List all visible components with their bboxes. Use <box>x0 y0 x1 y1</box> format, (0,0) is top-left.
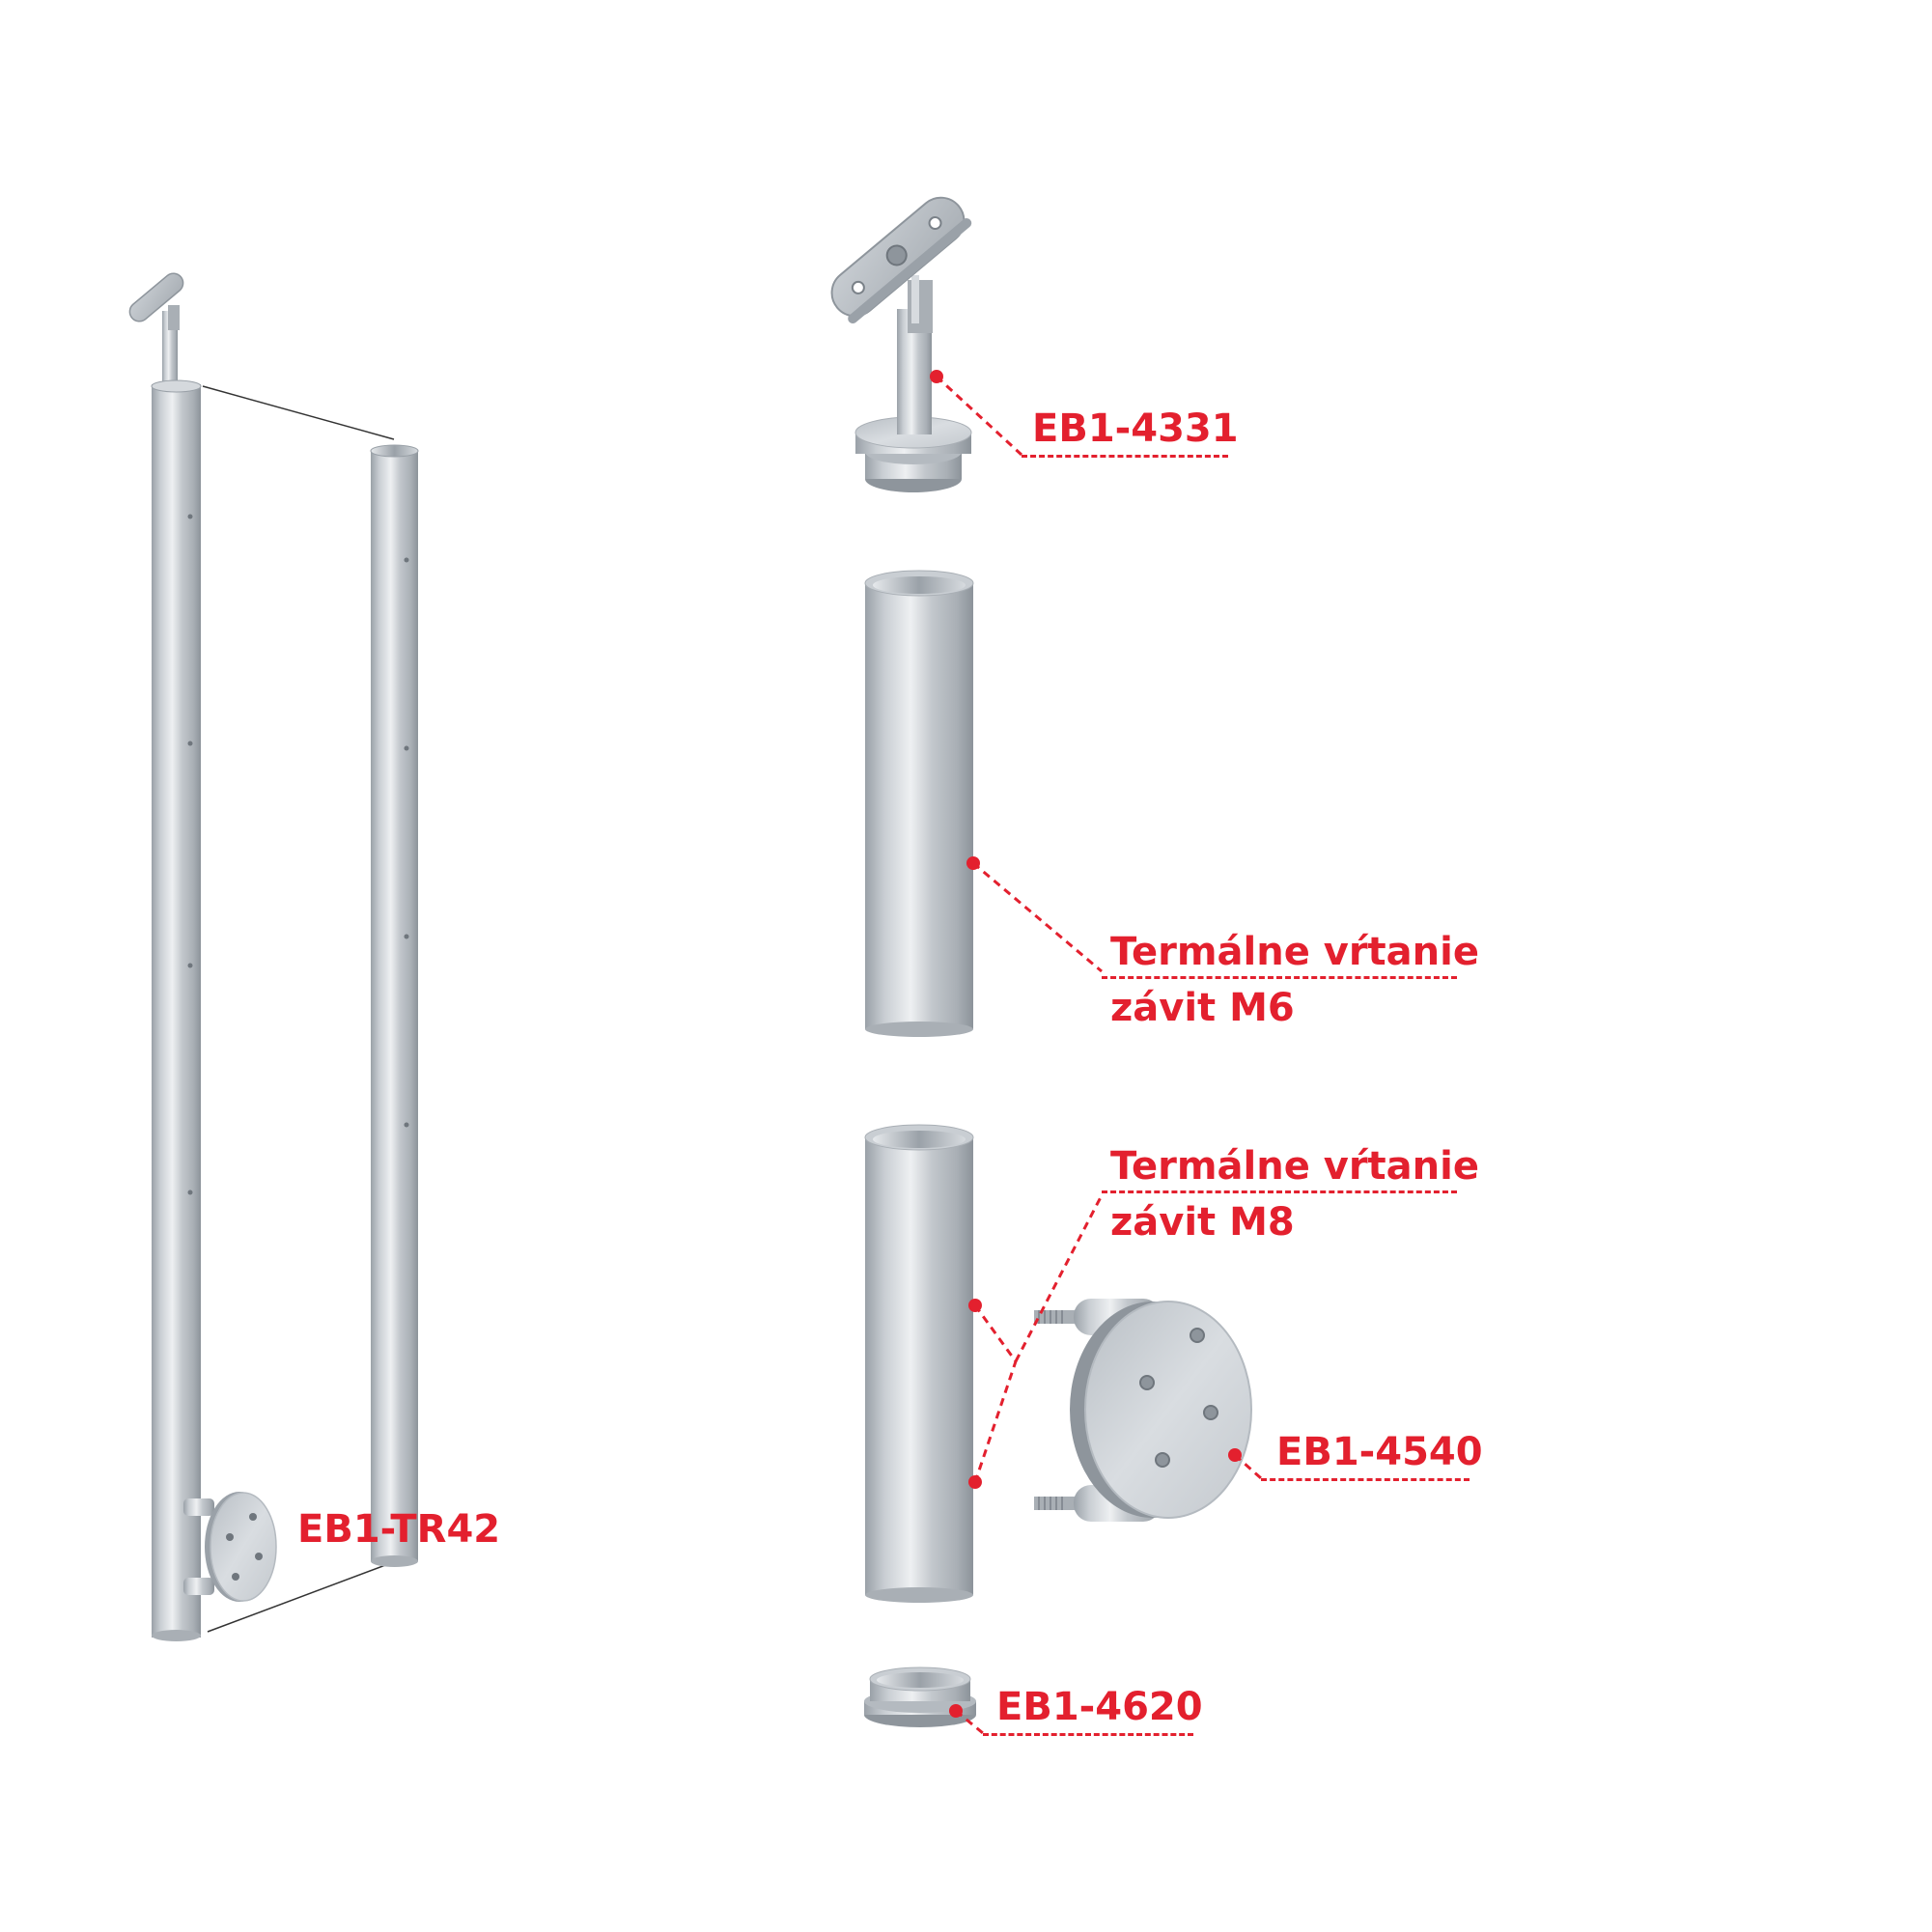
label-drill-m8-line2: závit M8 <box>1110 1200 1295 1245</box>
callout-leaders <box>935 375 1262 1735</box>
label-drill-m6-line2: závit M6 <box>1110 986 1295 1030</box>
dot-cap <box>949 1704 963 1718</box>
leader-holder <box>935 375 1023 457</box>
post-flange-holes <box>226 1513 263 1581</box>
post-holder-joint <box>168 305 180 330</box>
post-tube-holes <box>187 514 193 1195</box>
post-tube <box>152 384 201 1638</box>
post-tube-top <box>151 379 202 393</box>
tube-segment-upper <box>864 570 974 1037</box>
label-flange: EB1-4540 <box>1276 1430 1483 1474</box>
underline-holder <box>1022 455 1228 458</box>
dot-drill-m8-upper <box>968 1299 982 1312</box>
wall-flange-part <box>1034 1299 1252 1522</box>
guide-line-top <box>202 385 395 440</box>
dot-drill-m8-lower <box>968 1475 982 1489</box>
guide-line-bottom <box>207 1560 397 1633</box>
handrail-holder-part <box>830 196 972 492</box>
post-holder-stem <box>162 311 178 390</box>
post-assembly <box>128 272 397 1641</box>
underline-flange <box>1261 1478 1470 1481</box>
leader-drill-m8 <box>973 1304 1018 1483</box>
post-flange-bolt-lower <box>183 1578 214 1595</box>
dot-drill-m6 <box>966 856 980 870</box>
post-flange-disc <box>210 1492 277 1602</box>
label-drill-m8-line1: Termálne vŕtanie <box>1110 1144 1479 1189</box>
post-tube-bottom <box>152 1630 201 1641</box>
label-holder: EB1-4331 <box>1032 406 1239 451</box>
dot-flange <box>1228 1448 1242 1462</box>
dot-holder <box>930 370 943 383</box>
leader-drill-m6 <box>972 861 1103 973</box>
separate-tube <box>370 444 419 1567</box>
callout-dots <box>930 370 1242 1718</box>
label-post: EB1-TR42 <box>297 1507 501 1552</box>
leader-drill-m8-extend <box>1014 1194 1104 1362</box>
post-holder-saddle <box>128 272 184 322</box>
end-cap-part <box>864 1666 976 1727</box>
underline-drill-m6 <box>1102 976 1457 979</box>
underline-drill-m8 <box>1102 1190 1457 1193</box>
post-flange-bolt-upper <box>183 1498 214 1516</box>
tube-segment-lower <box>864 1124 974 1603</box>
label-cap: EB1-4620 <box>996 1685 1203 1729</box>
label-drill-m6-line1: Termálne vŕtanie <box>1110 930 1479 974</box>
underline-cap <box>983 1733 1193 1736</box>
